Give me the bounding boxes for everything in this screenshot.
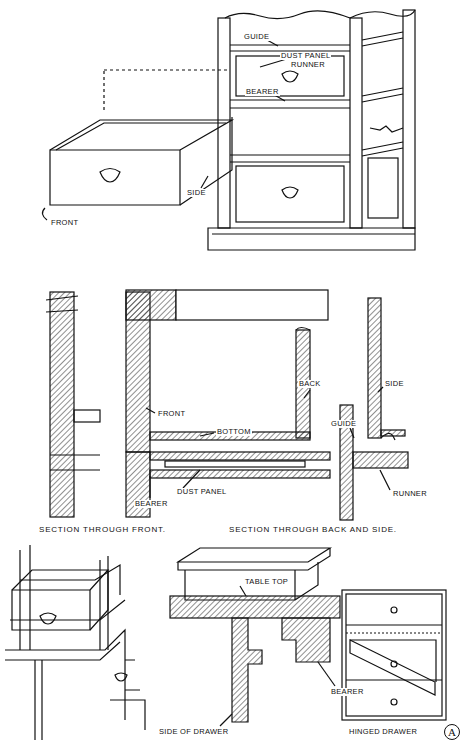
monogram: A (444, 724, 460, 740)
part-label: SIDE (186, 189, 207, 197)
part-label: GUIDE (330, 420, 357, 428)
part-label: BEARER (330, 688, 365, 696)
part-label: BEARER (134, 500, 169, 508)
part-label: DUST PANEL (176, 488, 227, 496)
part-label: RUNNER (392, 490, 428, 498)
part-label: FRONT (50, 219, 79, 227)
part-label: SIDE OF DRAWER (158, 728, 229, 736)
part-label: BOTTOM (216, 428, 252, 436)
part-label: HINGED DRAWER (348, 728, 418, 736)
part-label: SIDE (384, 380, 405, 388)
part-label: RUNNER (290, 61, 326, 69)
part-label: BACK (298, 380, 322, 388)
part-label: TABLE TOP (244, 578, 289, 586)
part-label: DUST PANEL (280, 52, 331, 60)
part-label: BEARER (245, 88, 280, 96)
section-caption: SECTION THROUGH BACK AND SIDE. (228, 526, 398, 535)
section-caption: SECTION THROUGH FRONT. (38, 526, 167, 535)
part-label: GUIDE (243, 33, 270, 41)
part-label: FRONT (157, 410, 186, 418)
